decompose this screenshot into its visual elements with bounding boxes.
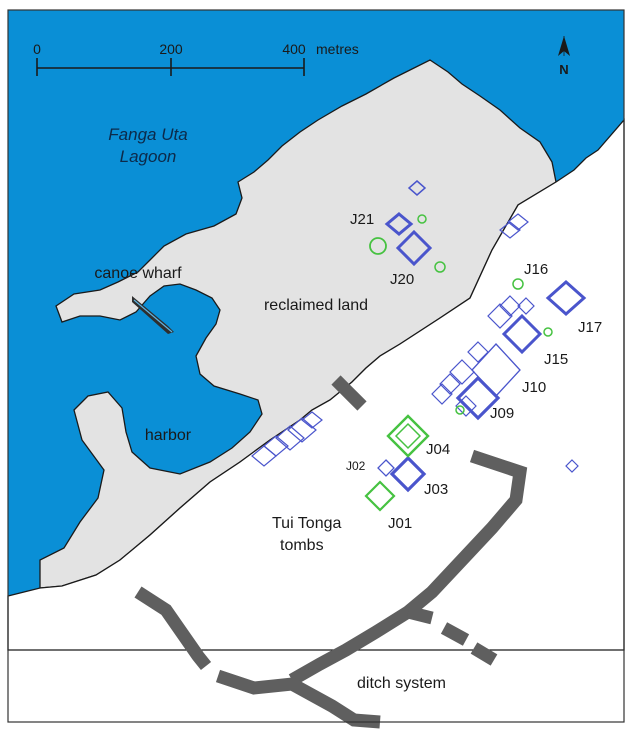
label-J01: J01: [388, 515, 412, 532]
label-J20: J20: [390, 271, 414, 288]
tomb-markers-green: [364, 214, 553, 512]
label-J09: J09: [490, 405, 514, 422]
canoe-wharf-line: [133, 299, 173, 333]
label-tui-tonga-line2: tombs: [280, 537, 324, 554]
tomb-J02-marker: [377, 459, 395, 477]
tomb-J17-marker: [545, 279, 587, 317]
tomb-J01-marker: [364, 480, 396, 512]
tomb-J20-marker: [395, 229, 433, 267]
label-J10: J10: [522, 379, 546, 396]
label-canoe-wharf: canoe wharf: [94, 265, 182, 282]
tomb-J09-marker: [455, 375, 501, 421]
label-J21: J21: [350, 211, 374, 228]
tomb-J03-marker: [389, 455, 427, 493]
north-label: N: [559, 62, 568, 77]
label-ditch-system: ditch system: [357, 675, 446, 692]
tomb-J04-marker: [386, 414, 430, 458]
label-J03: J03: [424, 481, 448, 498]
scale-tick-400: 400: [282, 41, 306, 57]
label-J04: J04: [426, 441, 450, 458]
scale-tick-200: 200: [159, 41, 183, 57]
map-frame: [7, 9, 625, 723]
label-reclaimed-land: reclaimed land: [264, 297, 368, 314]
label-tui-tonga-line1: Tui Tonga: [272, 515, 341, 532]
label-J15: J15: [544, 351, 568, 368]
ditch-system: [134, 375, 528, 729]
label-harbor: harbor: [145, 427, 192, 444]
tomb-J21-marker: [384, 212, 414, 236]
scale-tick-0: 0: [33, 41, 41, 57]
label-lagoon-line1: Fanga Uta: [108, 125, 187, 144]
tomb-markers-blue: [251, 180, 587, 493]
north-arrow-icon: N: [558, 36, 570, 77]
label-lagoon-line2: Lagoon: [120, 147, 177, 166]
scale-bar: 0 200 400 metres: [33, 41, 359, 76]
tomb-J15-marker: [501, 313, 543, 355]
label-J17: J17: [578, 319, 602, 336]
label-J02: J02: [346, 459, 366, 473]
scale-unit: metres: [316, 41, 359, 57]
label-J16: J16: [524, 261, 548, 278]
